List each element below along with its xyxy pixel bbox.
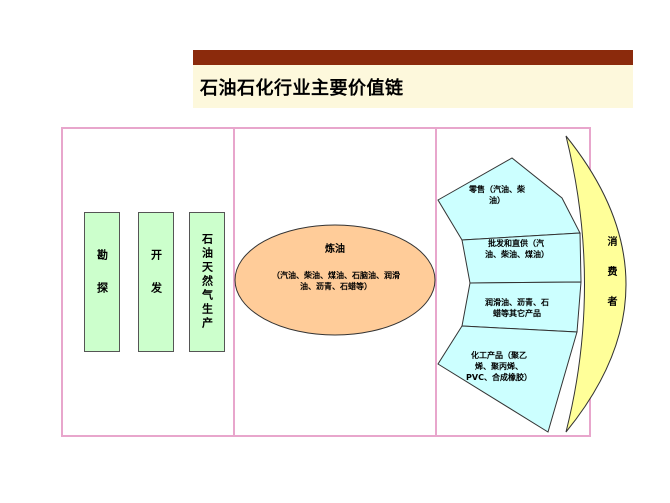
column-divider-2 [435, 127, 437, 437]
title-accent-bar [193, 50, 633, 65]
segment-lubricants-label: 润滑油、沥青、石蜡等其它产品 [485, 298, 549, 319]
refining-title: 炼油 [325, 244, 345, 255]
page-title: 石油石化行业主要价值链 [200, 78, 404, 99]
title-band [193, 65, 633, 108]
consumer-crescent [565, 135, 627, 433]
exploration-box: 勘探 [84, 212, 120, 352]
development-label: 开发 [149, 249, 163, 315]
production-label: 石油天然气生产 [200, 233, 214, 331]
segment-chemicals-label: 化工产品（聚乙烯、聚丙烯、PVC、合成橡胶） [466, 351, 532, 383]
exploration-label: 勘探 [95, 249, 109, 315]
column-divider-1 [233, 127, 235, 437]
development-box: 开发 [138, 212, 174, 352]
segment-retail [437, 157, 581, 241]
refining-ellipse [234, 224, 436, 336]
segment-wholesale-label: 批发和直供（汽油、柴油、煤油） [485, 239, 549, 260]
segment-retail-label: 零售（汽油、柴油） [469, 185, 525, 206]
consumer-label: 消费者 [605, 236, 616, 326]
production-box: 石油天然气生产 [189, 212, 225, 352]
consumer-label-wrap: 消费者 [598, 236, 622, 331]
segment-chemicals [437, 325, 578, 433]
refining-detail: （汽油、柴油、煤油、石脑油、润滑油、沥青、石蜡等） [272, 271, 400, 292]
